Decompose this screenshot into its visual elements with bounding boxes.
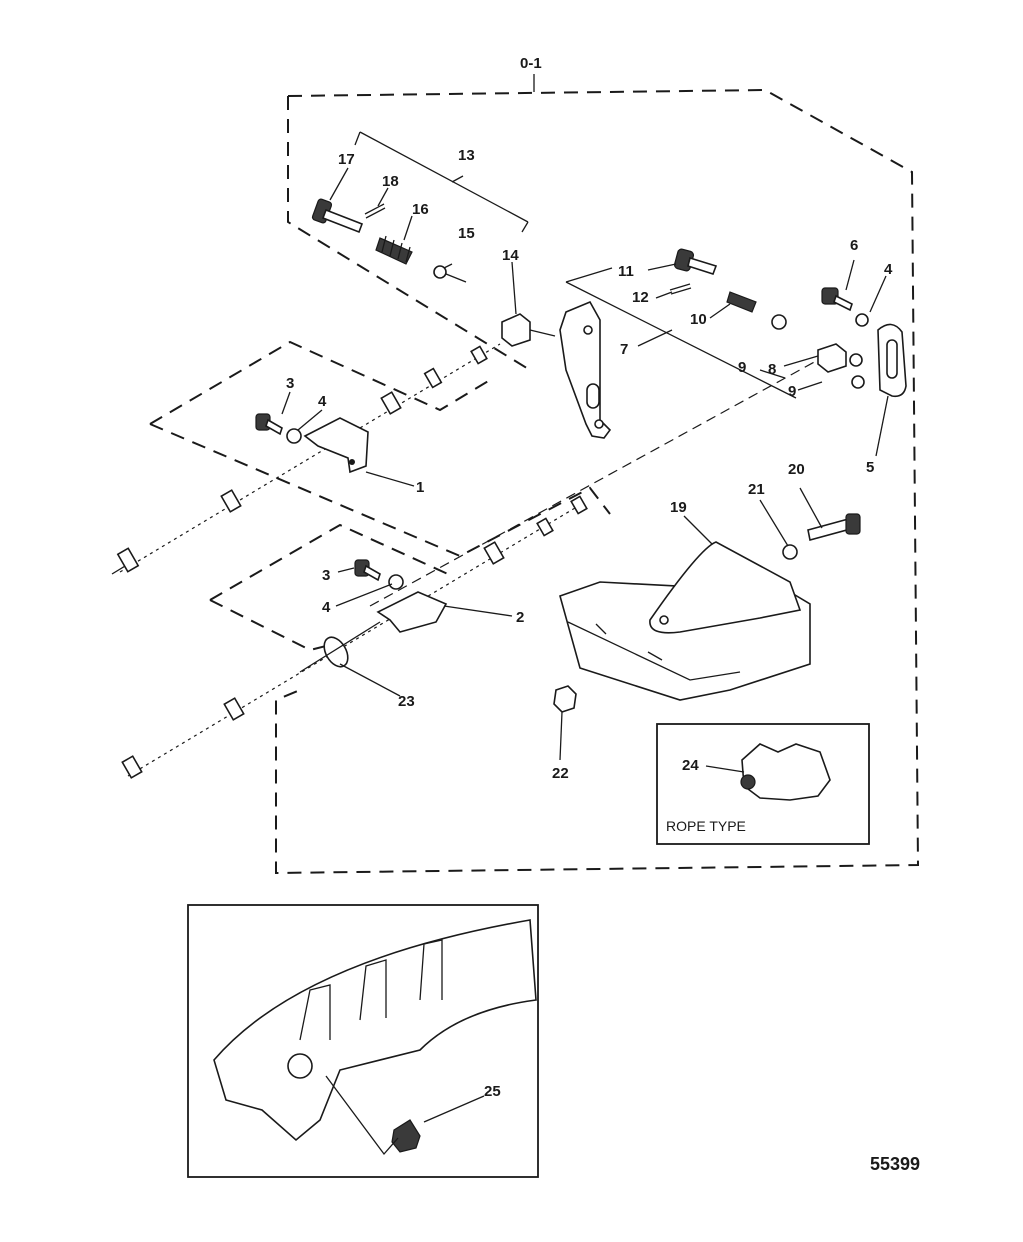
callouts: 17 18 13 16 15 14 11 12 10 7 9 8 9 6 4 5… <box>286 147 893 1100</box>
callout-9-upper: 9 <box>738 359 746 376</box>
engine-block-leader <box>325 1075 399 1156</box>
block-cap-25 <box>391 1119 421 1153</box>
callout-4-lower: 4 <box>322 599 331 616</box>
washer-9-lower <box>851 375 865 389</box>
alignment-line <box>369 359 819 607</box>
inset-caption: ROPE TYPE <box>666 818 746 834</box>
callout-7: 7 <box>620 341 628 358</box>
assembly-boundary-left <box>287 96 531 371</box>
assembly-boundary <box>275 88 920 875</box>
callout-22: 22 <box>552 765 569 782</box>
callout-10: 10 <box>690 311 707 328</box>
assembly-label: 0-1 <box>520 55 542 72</box>
callout-19: 19 <box>670 499 687 516</box>
callout-18: 18 <box>382 173 399 190</box>
callout-6: 6 <box>850 237 858 254</box>
callout-14: 14 <box>502 247 519 264</box>
group-7-bracket-top <box>565 267 613 283</box>
group-7-bracket <box>565 281 797 399</box>
callout-15: 15 <box>458 225 475 242</box>
rope-type-bracket-24 <box>740 743 831 801</box>
bolt-20 <box>807 513 861 541</box>
cable-lower-boundary-2 <box>209 599 331 652</box>
clevis-pin-11 <box>673 248 718 275</box>
callout-21: 21 <box>748 481 765 498</box>
cable-anchor-bracket-1 <box>303 417 369 474</box>
washer-21 <box>782 544 798 560</box>
group-13-bracket <box>359 131 529 223</box>
callout-13: 13 <box>458 147 475 164</box>
cable-upper-boundary <box>149 340 491 425</box>
cotter-pin-18 <box>364 203 386 219</box>
bolt-3-upper <box>255 413 283 436</box>
engine-block-inset <box>187 904 539 1178</box>
cable-anchor-bracket-2 <box>376 591 448 633</box>
shift-cable-lower <box>121 495 588 779</box>
rope-type-inset <box>656 723 870 845</box>
callout-8: 8 <box>768 361 776 378</box>
engine-block <box>213 919 537 1142</box>
connector-14 <box>501 313 556 347</box>
callout-11: 11 <box>618 263 634 280</box>
callout-25: 25 <box>484 1083 501 1100</box>
washer-4-right <box>855 313 869 327</box>
callout-1: 1 <box>416 479 424 496</box>
throttle-cable-upper <box>111 343 501 575</box>
washer-4-upper <box>286 428 302 444</box>
callout-24: 24 <box>682 757 699 774</box>
connector-8 <box>817 343 863 373</box>
washer-15-axis <box>445 273 467 283</box>
bolt-3-lower <box>354 559 381 582</box>
callout-16: 16 <box>412 201 429 218</box>
spring-10 <box>726 291 757 313</box>
figure-number: 55399 <box>870 1154 920 1174</box>
callout-20: 20 <box>788 461 805 478</box>
callout-9-lower: 9 <box>788 383 796 400</box>
callout-4-right: 4 <box>884 261 893 278</box>
link-5 <box>877 323 907 398</box>
group-13-tick <box>354 131 361 146</box>
callout-12: 12 <box>632 289 649 306</box>
washer-9-upper <box>771 314 787 330</box>
bracket-plate-19 <box>649 541 802 634</box>
callout-17: 17 <box>338 151 355 168</box>
cable-upper-boundary-lower <box>149 423 611 558</box>
clevis-pin-17 <box>311 198 364 234</box>
throttle-lever <box>559 300 612 439</box>
callout-3-upper: 3 <box>286 375 294 392</box>
callout-2: 2 <box>516 609 524 626</box>
cotter-pin-12 <box>669 283 692 295</box>
nut-22 <box>553 685 577 713</box>
washer-4-lower <box>388 574 404 590</box>
leader-lines <box>281 167 889 1123</box>
callout-23: 23 <box>398 693 415 710</box>
cable-lower-boundary <box>209 523 451 601</box>
group-13-tick-end <box>521 221 529 233</box>
callout-3-lower: 3 <box>322 567 330 584</box>
washer-15 <box>433 265 447 279</box>
cable-grommet-23 <box>299 621 381 673</box>
bolt-6 <box>821 287 853 312</box>
spring-16 <box>375 235 413 265</box>
callout-4-upper: 4 <box>318 393 327 410</box>
callout-5: 5 <box>866 459 874 476</box>
